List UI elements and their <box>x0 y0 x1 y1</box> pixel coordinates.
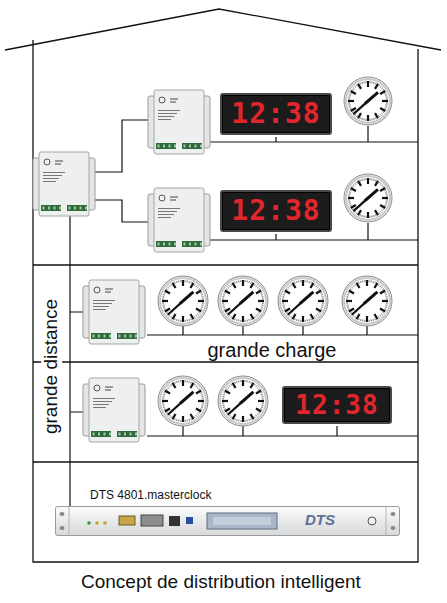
display-time: 12:38 <box>231 100 320 128</box>
analog-clock <box>158 376 208 426</box>
distribution-module <box>83 378 145 442</box>
distribution-module <box>148 90 210 154</box>
analog-clock <box>218 376 268 426</box>
rack-front <box>55 506 400 536</box>
distance-label: grande distance <box>41 295 62 436</box>
analog-clocks <box>158 77 392 426</box>
distribution-module <box>33 152 95 216</box>
analog-clock <box>278 276 328 326</box>
caption: Concept de distribution intelligent <box>78 572 364 593</box>
house-outline <box>5 9 441 562</box>
analog-clock <box>158 276 208 326</box>
load-label: grande charge <box>205 339 340 361</box>
analog-clock <box>344 174 392 222</box>
device-name: DTS 4801.masterclock <box>55 488 400 503</box>
analog-clock <box>344 77 392 125</box>
analog-clock <box>218 276 268 326</box>
modules <box>33 90 210 442</box>
masterclock: DTS 4801.masterclockDTS <box>55 488 400 536</box>
digital-display: 12:38 <box>220 190 332 232</box>
distribution-module <box>148 188 210 252</box>
analog-clock <box>342 276 392 326</box>
brand-logo: DTS <box>305 512 335 527</box>
distribution-module <box>83 280 145 344</box>
wires <box>70 120 418 506</box>
digital-display: 12:38 <box>220 93 332 135</box>
display-time: 12:38 <box>231 197 320 225</box>
rack-unit: DTS <box>55 506 400 536</box>
display-time: 12:38 <box>295 392 378 418</box>
digital-display: 12:38 <box>282 386 392 424</box>
